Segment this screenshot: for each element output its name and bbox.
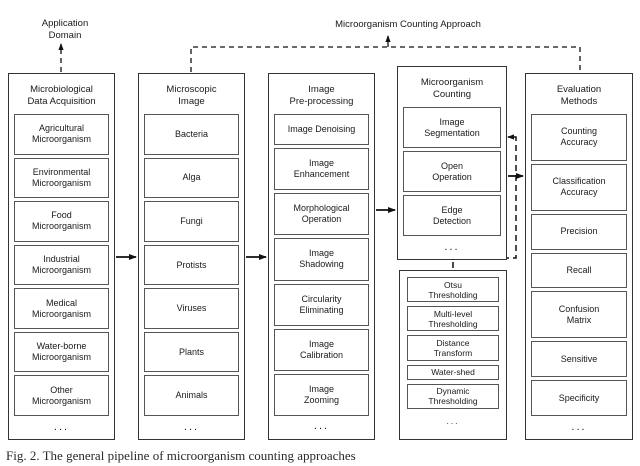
- cell-industrial-microorganism[interactable]: Industrial Microorganism: [14, 244, 109, 286]
- cell-sensitive[interactable]: Sensitive: [531, 341, 627, 378]
- cell-water-borne-microorganism[interactable]: Water-borne Microorganism: [14, 331, 109, 373]
- cell-dynamic-thresholding[interactable]: Dynamic Thresholding: [407, 383, 499, 410]
- cell-plants[interactable]: Plants: [144, 331, 239, 373]
- cell-recall[interactable]: Recall: [531, 252, 627, 289]
- cell-open-operation[interactable]: Open Operation: [403, 151, 501, 192]
- column-title-microscopic-image: Microscopic Image: [166, 84, 217, 107]
- cell-ellipsis-image-preprocessing: ...: [274, 418, 369, 435]
- cell-viruses[interactable]: Viruses: [144, 288, 239, 329]
- cell-bacteria[interactable]: Bacteria: [144, 114, 239, 155]
- cell-ellipsis-data-acquisition: ...: [14, 419, 109, 436]
- cell-animals[interactable]: Animals: [144, 375, 239, 417]
- cell-circularity-eliminating[interactable]: Circularity Eliminating: [274, 283, 369, 326]
- cell-other-microorganism[interactable]: Other Microorganism: [14, 375, 109, 417]
- column-evaluation-methods: Evaluation Methods Counting Accuracy Cla…: [525, 73, 633, 440]
- cell-agricultural-microorganism[interactable]: Agricultural Microorganism: [14, 114, 109, 155]
- column-title-evaluation-methods: Evaluation Methods: [556, 84, 602, 107]
- cell-multi-level-thresholding[interactable]: Multi-level Thresholding: [407, 306, 499, 332]
- column-title-microorganism-counting: Microorganism Counting: [420, 77, 484, 100]
- cell-food-microorganism[interactable]: Food Microorganism: [14, 201, 109, 242]
- cell-classification-accuracy[interactable]: Classification Accuracy: [531, 163, 627, 211]
- cell-image-segmentation[interactable]: Image Segmentation: [403, 107, 501, 148]
- column-microorganism-counting: Microorganism Counting Image Segmentatio…: [397, 66, 507, 260]
- cell-otsu-thresholding[interactable]: Otsu Thresholding: [407, 277, 499, 303]
- cell-protists[interactable]: Protists: [144, 244, 239, 286]
- column-thresholding-methods: Otsu Thresholding Multi-level Thresholdi…: [399, 270, 507, 440]
- cell-ellipsis-thresholding: ...: [407, 413, 499, 430]
- cell-image-shadowing[interactable]: Image Shadowing: [274, 238, 369, 281]
- cell-counting-accuracy[interactable]: Counting Accuracy: [531, 114, 627, 161]
- cell-image-calibration[interactable]: Image Calibration: [274, 328, 369, 371]
- cell-distance-transform[interactable]: Distance Transform: [407, 335, 499, 361]
- cell-edge-detection[interactable]: Edge Detection: [403, 195, 501, 236]
- cell-image-enhancement[interactable]: Image Enhancement: [274, 148, 369, 191]
- dashed-bracket-counting-approach: [190, 35, 581, 72]
- cell-medical-microorganism[interactable]: Medical Microorganism: [14, 288, 109, 329]
- cell-image-denoising[interactable]: Image Denoising: [274, 114, 369, 146]
- cell-precision[interactable]: Precision: [531, 213, 627, 250]
- header-label-application-domain: Application Domain: [41, 18, 89, 41]
- cell-environmental-microorganism[interactable]: Environmental Microorganism: [14, 157, 109, 199]
- column-data-acquisition: Microbiological Data Acquisition Agricul…: [8, 73, 115, 440]
- column-title-image-preprocessing: Image Pre-processing: [289, 84, 354, 107]
- column-title-data-acquisition: Microbiological Data Acquisition: [27, 84, 96, 107]
- column-image-preprocessing: Image Pre-processing Image Denoising Ima…: [268, 73, 375, 440]
- cell-image-zooming[interactable]: Image Zooming: [274, 373, 369, 416]
- cell-ellipsis-microorganism-counting: ...: [403, 239, 501, 255]
- cell-ellipsis-evaluation-methods: ...: [531, 419, 627, 436]
- cell-confusion-matrix[interactable]: Confusion Matrix: [531, 291, 627, 339]
- cell-ellipsis-microscopic-image: ...: [144, 419, 239, 436]
- cell-alga[interactable]: Alga: [144, 157, 239, 199]
- cell-fungi[interactable]: Fungi: [144, 201, 239, 242]
- cell-morphological-operation[interactable]: Morphological Operation: [274, 193, 369, 236]
- cell-water-shed[interactable]: Water-shed: [407, 364, 499, 380]
- header-label-counting-approach: Microorganism Counting Approach: [335, 19, 481, 30]
- figure-caption: Fig. 2. The general pipeline of microorg…: [6, 448, 356, 463]
- column-microscopic-image: Microscopic Image Bacteria Alga Fungi Pr…: [138, 73, 245, 440]
- cell-specificity[interactable]: Specificity: [531, 380, 627, 417]
